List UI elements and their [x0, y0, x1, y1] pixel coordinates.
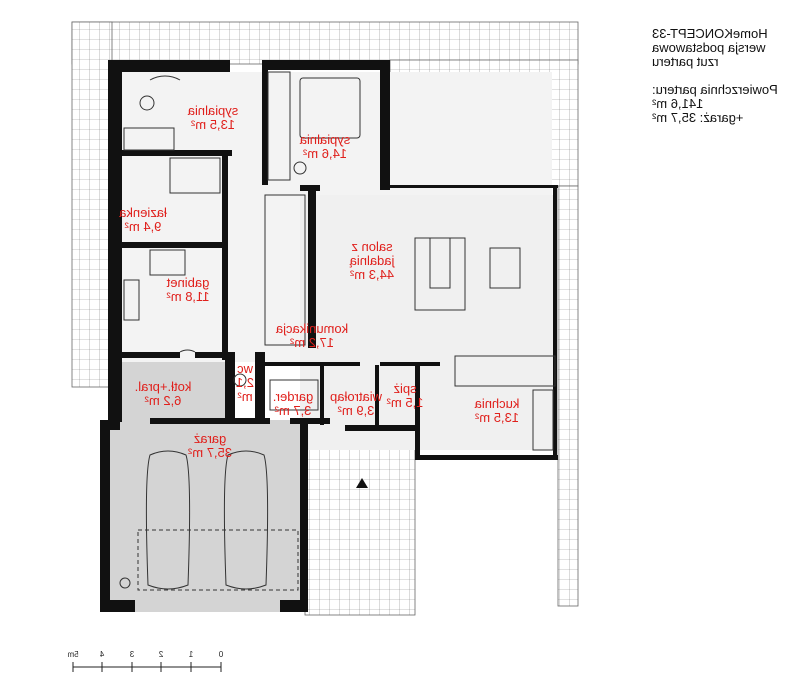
scale-tick-0: 0 — [218, 650, 224, 659]
room-label-wardrobe: garder.3,7 m² — [272, 389, 314, 418]
furniture — [119, 71, 556, 591]
scale-tick-4: 4 — [99, 650, 105, 659]
room-label-boiler: kotł.+pral.6,2 m² — [134, 379, 192, 408]
area-value: 141,6 m² — [652, 96, 704, 111]
area-label: Powierzchnia parteru: — [652, 82, 778, 97]
entrance-steps — [304, 439, 416, 616]
scale-tick-1: 1 — [188, 650, 194, 659]
garage-area-value: +garaż: 35,7 m² — [652, 110, 744, 125]
project-name: HomeKONCEPT-33 — [652, 26, 768, 41]
scale-tick-3: 3 — [129, 650, 135, 659]
scale-tick-5: 5m — [67, 650, 79, 659]
project-info: HomeKONCEPT-33 wersja podstawowa rzut pa… — [652, 26, 778, 125]
plan-view: rzut parteru — [652, 54, 719, 69]
project-version: wersja podstawowa — [652, 40, 766, 55]
walls — [100, 60, 558, 612]
scale-tick-2: 2 — [158, 650, 164, 659]
boiler-room-fill — [120, 358, 225, 420]
garage-fill — [110, 420, 305, 612]
